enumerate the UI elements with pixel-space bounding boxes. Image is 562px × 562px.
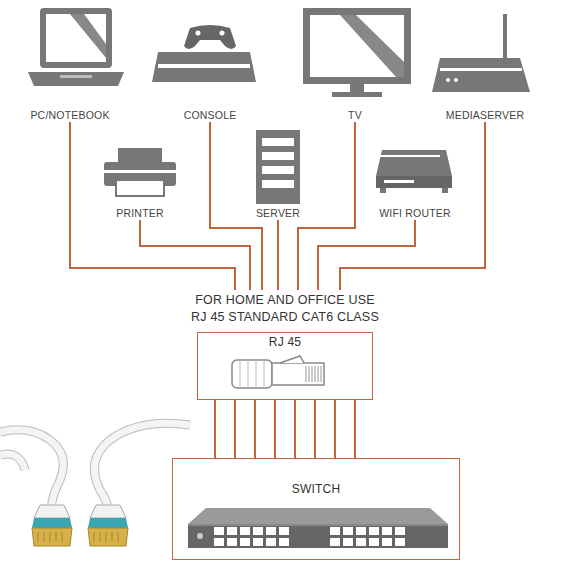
- node-label: SERVER: [256, 207, 300, 220]
- network-wire: [277, 220, 279, 290]
- node-label: WIFI ROUTER: [379, 207, 451, 220]
- network-wire: [210, 122, 262, 290]
- device-node: PC/NOTEBOOK: [20, 5, 120, 122]
- device-node: CONSOLE: [160, 5, 260, 122]
- network-wire: [214, 400, 216, 458]
- printer-icon: [104, 148, 176, 196]
- device-node: SERVER: [228, 125, 328, 220]
- network-wire: [254, 400, 256, 458]
- server-icon: [256, 130, 300, 204]
- connector-box: FOR HOME AND OFFICE USE RJ 45 STANDARD C…: [190, 290, 380, 400]
- network-wire: [340, 122, 485, 290]
- node-label: CONSOLE: [184, 109, 237, 122]
- node-label: SWITCH: [173, 483, 459, 496]
- switch-box: SWITCH: [172, 458, 460, 560]
- device-node: MEDIASERVER: [430, 5, 540, 122]
- network-wire: [140, 220, 250, 290]
- network-wire: [274, 400, 276, 458]
- cable-illustration: [0, 423, 190, 546]
- node-label: PC/NOTEBOOK: [30, 109, 109, 122]
- mediaserver-icon: [432, 14, 530, 92]
- device-node: PRINTER: [90, 140, 190, 220]
- network-wire: [294, 400, 296, 458]
- tv-icon: [303, 8, 411, 97]
- network-wire: [318, 220, 415, 290]
- heading-text: FOR HOME AND OFFICE USE RJ 45 STANDARD C…: [187, 292, 383, 326]
- network-wire: [298, 122, 355, 290]
- network-wire: [234, 400, 236, 458]
- router-icon: [376, 150, 452, 193]
- network-wire: [70, 122, 235, 290]
- laptop-icon: [28, 8, 124, 86]
- device-node: WIFI ROUTER: [365, 140, 465, 220]
- node-label: RJ 45: [198, 336, 372, 349]
- connector-outline: RJ 45: [197, 332, 373, 400]
- switch-device-icon: [188, 508, 448, 548]
- network-wire: [314, 400, 316, 458]
- network-wire: [354, 400, 356, 458]
- console-icon: [152, 25, 256, 82]
- device-node: TV: [305, 5, 405, 122]
- node-label: MEDIASERVER: [446, 109, 524, 122]
- node-label: PRINTER: [116, 207, 164, 220]
- node-label: TV: [348, 109, 362, 122]
- rj45-plug-icon: [232, 356, 324, 388]
- network-wire: [334, 400, 336, 458]
